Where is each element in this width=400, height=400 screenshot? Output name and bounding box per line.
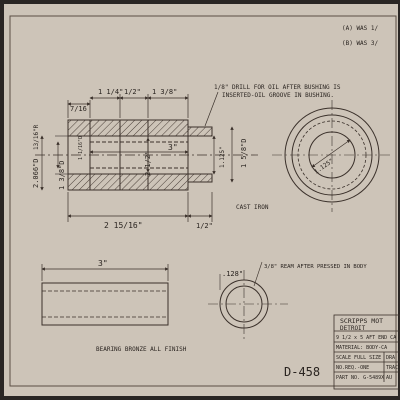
hidden-circle: [297, 120, 367, 190]
bottom-dimensions: [67, 192, 213, 222]
dim-left-r2: 1 1/16"D: [78, 136, 84, 160]
dim-top-1: 1 1/4": [98, 88, 123, 96]
drawing-border: [9, 15, 397, 387]
section-view: [35, 119, 258, 191]
title-row-2: MATERIAL: BODY-CA: [336, 345, 387, 351]
title-row-3: SCALE FULL SIZE: [336, 355, 381, 361]
revision-a: (A) WAS 1/: [342, 25, 379, 32]
left-dimensions: [40, 135, 60, 191]
bushing-view: [41, 261, 288, 340]
bore-circle: [308, 131, 356, 179]
dim-bottom-small: 1/2": [196, 222, 213, 230]
top-dimensions: [67, 91, 219, 127]
bushing-outer-circle: [219, 279, 269, 329]
dim-left-dia: 2.066"D: [32, 158, 40, 188]
revision-b: (B) WAS 3/: [342, 40, 379, 47]
dim-inner-dia: 2 1/2": [144, 151, 152, 176]
note-drill: 1/8" DRILL FOR OIL AFTER BUSHING IS: [214, 84, 341, 91]
dim-left-r: 13/16"R: [33, 124, 40, 150]
company-name: SCRIPPS MOT: [340, 317, 383, 325]
dim-right-dia: 1 5/8"D: [240, 138, 248, 168]
bushing-outline: [41, 282, 169, 326]
right-dimensions: [212, 126, 234, 183]
bore-dimension: [89, 137, 189, 173]
note-ream: 3/8" REAM AFTER PRESSED IN BODY: [264, 264, 367, 270]
title-row-1: 9 1/2 x 5 AFT END CA: [336, 335, 396, 341]
dim-bushing-length: 3": [98, 259, 108, 268]
title-row-5-value: AU: [386, 375, 392, 381]
outer-circle: [284, 107, 380, 203]
paper-background: [4, 4, 398, 396]
dim-bushing-wall: .128": [222, 270, 243, 278]
label-bearing: BEARING BRONZE ALL FINISH: [96, 346, 187, 353]
label-cast-iron: CAST IRON: [236, 204, 269, 211]
drawing-number: D-458: [284, 365, 320, 379]
title-row-3-value: DRA: [386, 355, 395, 361]
title-row-4-value: TRAC: [386, 365, 398, 371]
note-drill-2: INSERTED-OIL GROOVE IN BUSHING.: [222, 92, 334, 99]
company-city: DETROIT: [340, 325, 366, 332]
title-row-5: PART NO. G-5489X: [336, 375, 384, 381]
title-block: [333, 314, 400, 390]
title-row-4: NO.REQ.-ONE: [336, 365, 369, 371]
bushing-inner-circle: [225, 285, 263, 323]
dim-bore: 3": [168, 143, 178, 152]
flange-circle: [291, 114, 373, 196]
drill-leader: [204, 91, 219, 127]
dim-top-2: 1/2": [124, 88, 141, 96]
dim-top-left: 7/16: [70, 105, 87, 113]
left-flange: [67, 119, 91, 191]
dim-right-small: 1.125": [219, 146, 226, 168]
end-view: [272, 100, 392, 212]
dim-top-3: 1 3/8": [152, 88, 177, 96]
dim-bottom-length: 2 15/16": [104, 221, 143, 230]
dim-left-small: 1 3/8"D: [58, 160, 66, 190]
